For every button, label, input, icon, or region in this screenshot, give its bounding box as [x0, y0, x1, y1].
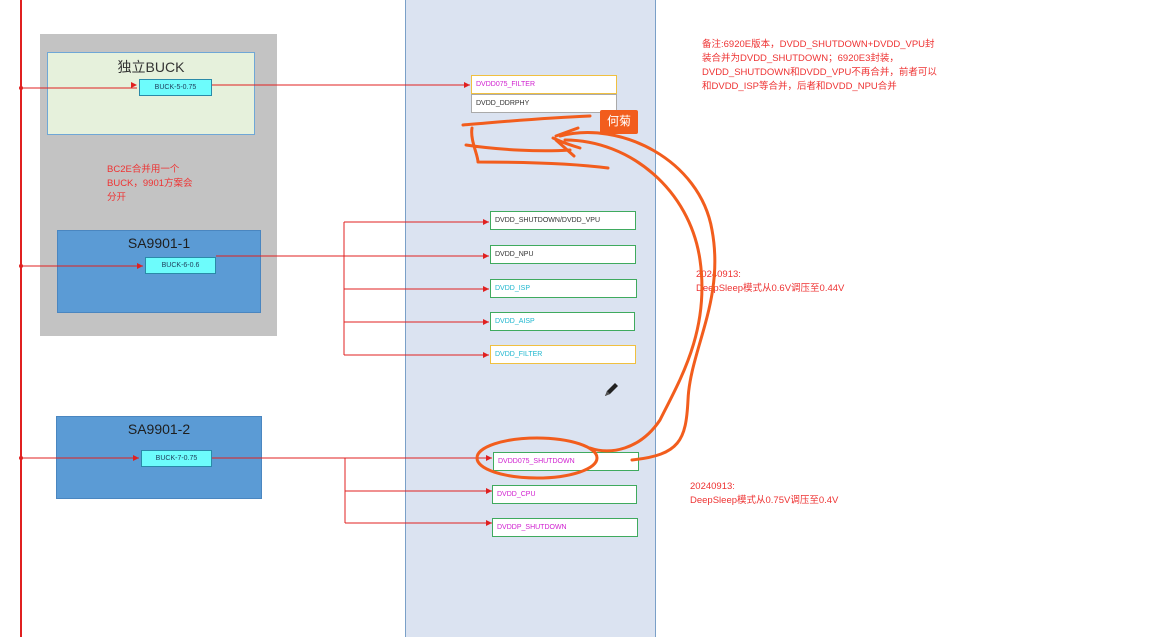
- sa9901-1-block: SA9901-1: [57, 230, 261, 313]
- deepsleep-note-2: 20240913: DeepSleep模式从0.75V调压至0.4V: [690, 481, 839, 506]
- rail-dvdd-ddrphy: DVDD_DDRPHY: [471, 94, 617, 113]
- rail-dvddp-shutdown: DVDDP_SHUTDOWN: [492, 518, 638, 537]
- rail-dvdd-isp: DVDD_ISP: [490, 279, 637, 298]
- buck7-chip: BUCK-7-0.75: [141, 450, 212, 467]
- buck5-chip: BUCK-5-0.75: [139, 79, 212, 96]
- rail-dvdd075-shutdown: DVDD075_SHUTDOWN: [493, 452, 639, 471]
- wire-arrowheads: [131, 82, 492, 526]
- rail-dvdd-filter: DVDD_FILTER: [490, 345, 636, 364]
- rail-dvdd-shutdown-vpu: DVDD_SHUTDOWN/DVDD_VPU: [490, 211, 636, 230]
- scribble-mark: [461, 114, 610, 170]
- deepsleep-note-1: 20240913: DeepSleep模式从0.6V调压至0.44V: [696, 269, 845, 294]
- circle-highlight: [475, 436, 599, 480]
- rail-dvdd-aisp: DVDD_AISP: [490, 312, 635, 331]
- bc2e-note: BC2E合并用一个 BUCK，9901方案会 分开: [107, 164, 193, 203]
- sa9901-2-title: SA9901-2: [127, 421, 191, 437]
- curve-arrow-outer: [558, 131, 717, 462]
- rail-dvdd-cpu: DVDD_CPU: [492, 485, 637, 504]
- sa9901-1-title: SA9901-1: [127, 235, 191, 251]
- remark-note: 备注:6920E版本，DVDD_SHUTDOWN+DVDD_VPU封 装合并为D…: [702, 39, 937, 92]
- rail-dvdd075-filter: DVDD075_FILTER: [471, 75, 617, 94]
- curve-arrow-inner: [563, 138, 704, 453]
- buck6-chip: BUCK-6-0.6: [145, 257, 216, 274]
- rail-dvdd-npu: DVDD_NPU: [490, 245, 636, 264]
- independent-buck-title: 独立BUCK: [117, 59, 185, 75]
- independent-buck-block: 独立BUCK: [47, 52, 255, 135]
- annotation-tag: 何菊: [600, 110, 638, 134]
- pencil-icon[interactable]: [602, 381, 620, 399]
